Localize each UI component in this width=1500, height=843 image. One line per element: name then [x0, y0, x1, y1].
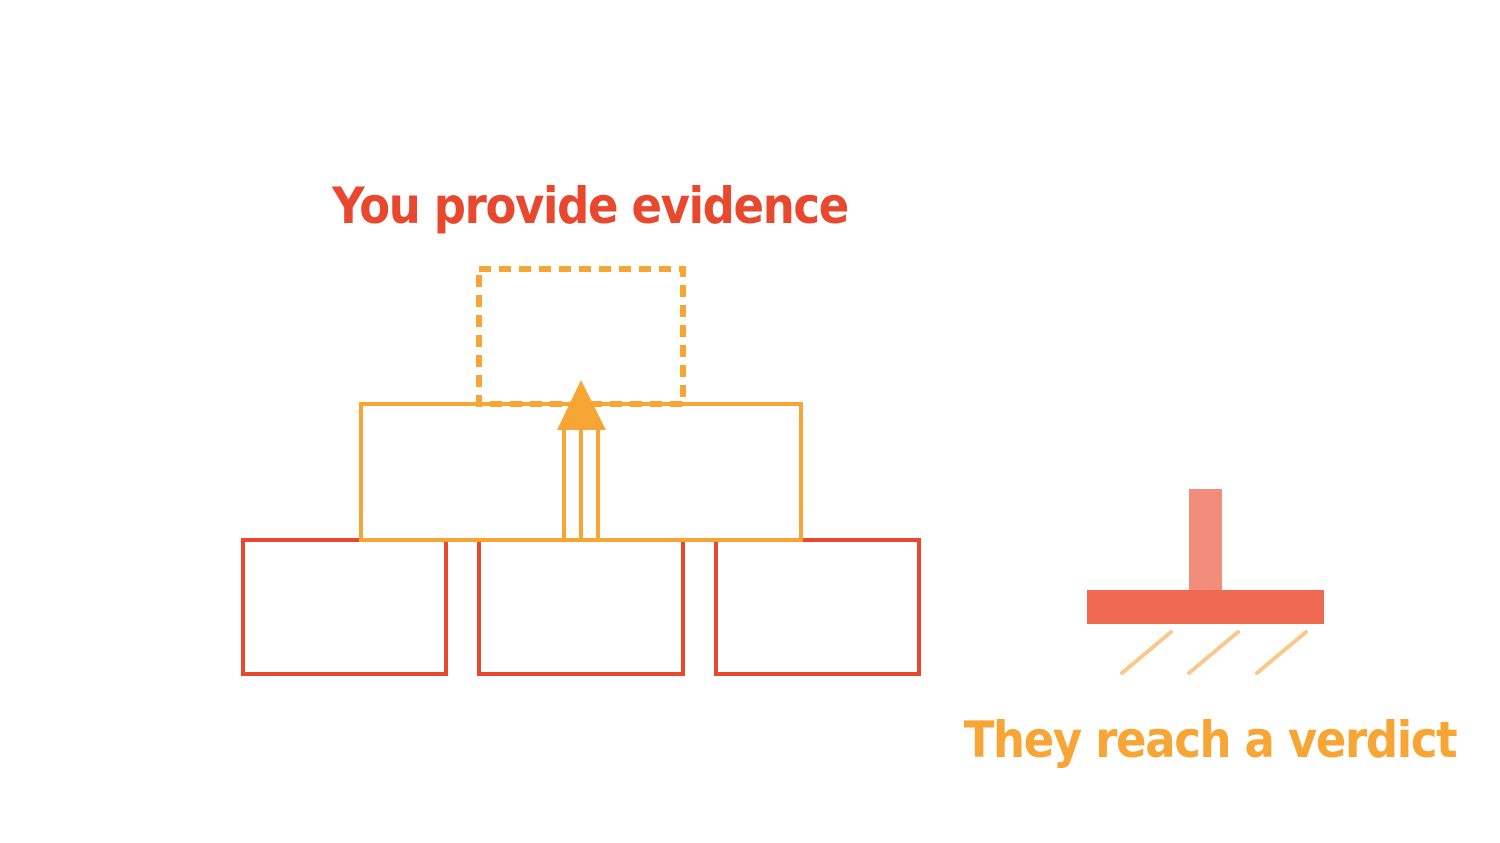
- up-arrow-icon: [557, 380, 606, 540]
- evidence-caption: You provide evidence: [332, 177, 849, 235]
- bottom-block-center: [477, 538, 685, 676]
- bottom-block-left: [241, 538, 448, 676]
- bottom-block-right: [714, 538, 921, 676]
- verdict-caption: They reach a verdict: [963, 711, 1458, 769]
- verdict-stand-icon: [1087, 489, 1324, 675]
